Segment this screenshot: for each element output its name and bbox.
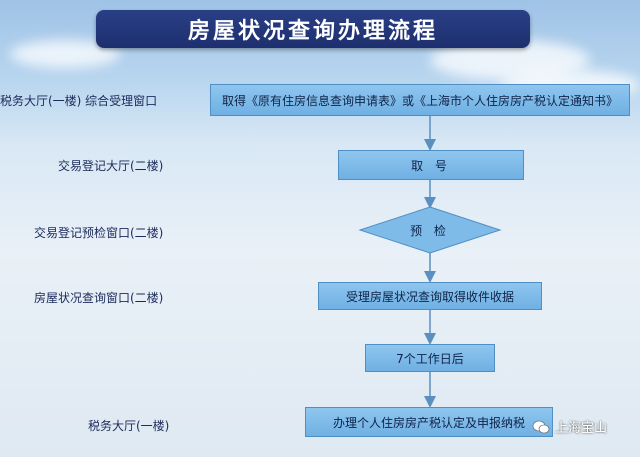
location-label: 交易登记大厅(二楼) xyxy=(58,159,164,173)
wechat-icon xyxy=(532,420,550,433)
location-label: 房屋状况查询窗口(二楼) xyxy=(34,291,164,305)
location-label: 税务大厅(一楼) 综合受理窗口 xyxy=(0,94,158,108)
step-box: 受理房屋状况查询取得收件收据 xyxy=(318,282,542,310)
step-diamond-shape xyxy=(358,206,502,254)
step-diamond-label: 预 检 xyxy=(410,223,450,238)
watermark-text: 上海宝山 xyxy=(555,421,608,436)
title-banner: 房屋状况查询办理流程 xyxy=(96,10,530,48)
page-title: 房屋状况查询办理流程 xyxy=(187,19,438,44)
step-box: 取得《原有住房信息查询申请表》或《上海市个人住房房产税认定通知书》 xyxy=(210,84,630,116)
step-box: 取 号 xyxy=(338,150,524,180)
step-box: 办理个人住房房产税认定及申报纳税 xyxy=(305,407,553,437)
step-box: 7个工作日后 xyxy=(365,344,495,372)
location-label: 税务大厅(一楼) xyxy=(88,419,170,433)
location-label: 交易登记预检窗口(二楼) xyxy=(34,226,164,240)
watermark: 上海宝山 xyxy=(532,417,607,436)
